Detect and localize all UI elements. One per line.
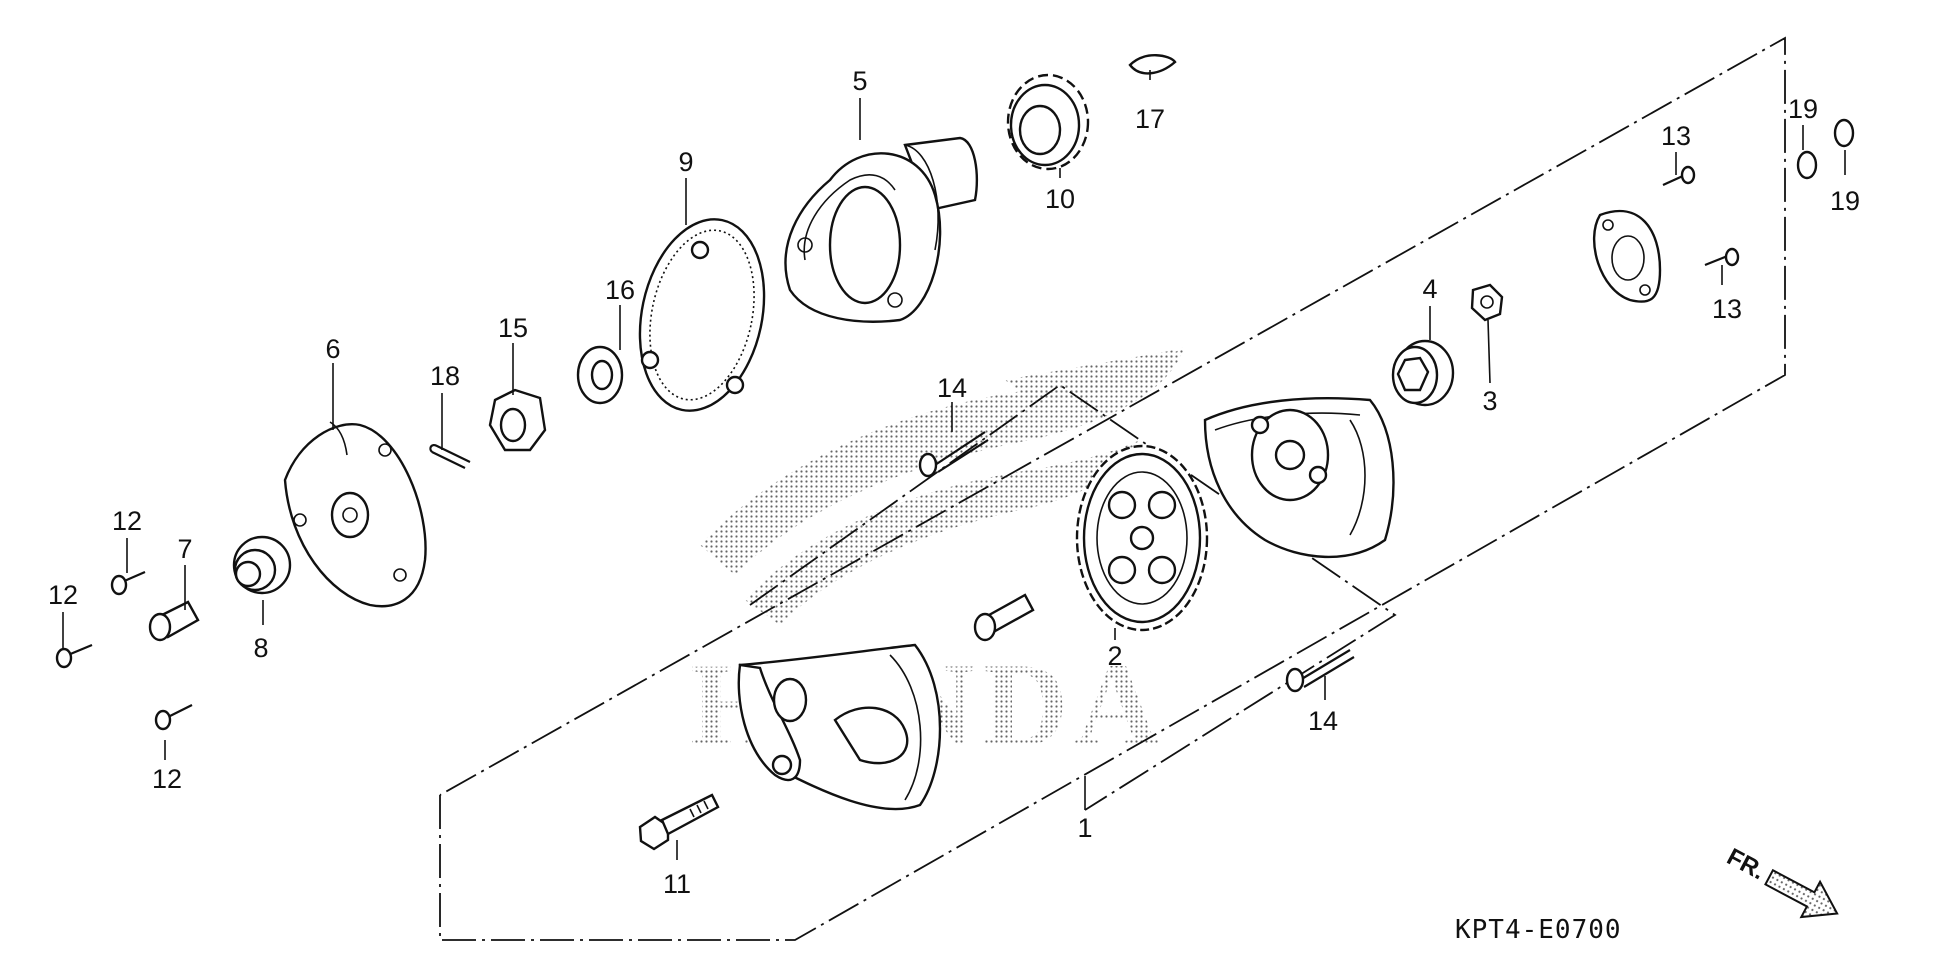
callout-19-a: 19: [1788, 94, 1818, 124]
callout-2: 2: [1107, 641, 1122, 671]
gasket-9: [638, 218, 766, 412]
diagram-code: KPT4-E0700: [1455, 915, 1622, 945]
clip-18: [429, 444, 471, 469]
callout-8: 8: [253, 633, 268, 663]
callout-labels: 1 2 3 4 5 6 7 8 9 10 11 12 12 12 13 13 1…: [48, 66, 1860, 899]
front-arrow-icon: [1764, 868, 1839, 919]
leader-lines: [62, 70, 1846, 860]
callout-12-b: 12: [48, 580, 78, 610]
washer-16: [576, 345, 624, 405]
screw-12a: [110, 570, 146, 596]
nut-15: [488, 388, 547, 452]
callout-19-b: 19: [1830, 186, 1860, 216]
callout-12-a: 12: [112, 506, 142, 536]
outer-rotor-4: [1391, 339, 1455, 407]
screw-12b: [55, 643, 93, 669]
callout-5: 5: [852, 66, 867, 96]
inner-rotor-3: [1470, 283, 1504, 322]
callout-3: 3: [1482, 386, 1497, 416]
screw-12c: [154, 704, 193, 731]
pump-body: [1203, 397, 1395, 559]
o-ring-19b: [1833, 118, 1855, 148]
callout-9: 9: [678, 147, 693, 177]
screw-13b: [1704, 247, 1740, 267]
callout-1: 1: [1077, 813, 1092, 843]
bolt-11: [638, 793, 720, 851]
callout-17: 17: [1135, 104, 1165, 134]
pump-cover-1: [737, 643, 942, 811]
callout-12-c: 12: [152, 764, 182, 794]
front-direction-marker: FR.: [1722, 843, 1839, 919]
screw-13a: [1662, 165, 1696, 187]
callout-16: 16: [605, 275, 635, 305]
callout-15: 15: [498, 313, 528, 343]
sprocket-10: [1006, 73, 1090, 171]
callout-10: 10: [1045, 184, 1075, 214]
bolt-14b: [1285, 649, 1355, 693]
bolt-14a: [918, 431, 989, 478]
key-17: [1128, 54, 1177, 75]
callout-18: 18: [430, 361, 460, 391]
stud-bolt: [973, 593, 1035, 642]
callout-6: 6: [325, 334, 340, 364]
pin-7: [148, 600, 200, 642]
callout-13-a: 13: [1661, 121, 1691, 151]
pump-plate: [1592, 209, 1662, 303]
oil-seal-8: [232, 535, 292, 595]
callout-14-a: 14: [937, 373, 967, 403]
callout-14-b: 14: [1308, 706, 1338, 736]
o-ring-19a: [1796, 150, 1818, 180]
cover-plate-6: [283, 421, 427, 608]
callout-11: 11: [663, 869, 691, 899]
callout-4: 4: [1422, 274, 1437, 304]
housing-5: [784, 136, 979, 323]
assembly-frame: [439, 36, 1786, 941]
callout-7: 7: [177, 534, 192, 564]
callout-13-b: 13: [1712, 294, 1742, 324]
gear-2: [1075, 444, 1209, 632]
front-label: FR.: [1722, 843, 1769, 885]
